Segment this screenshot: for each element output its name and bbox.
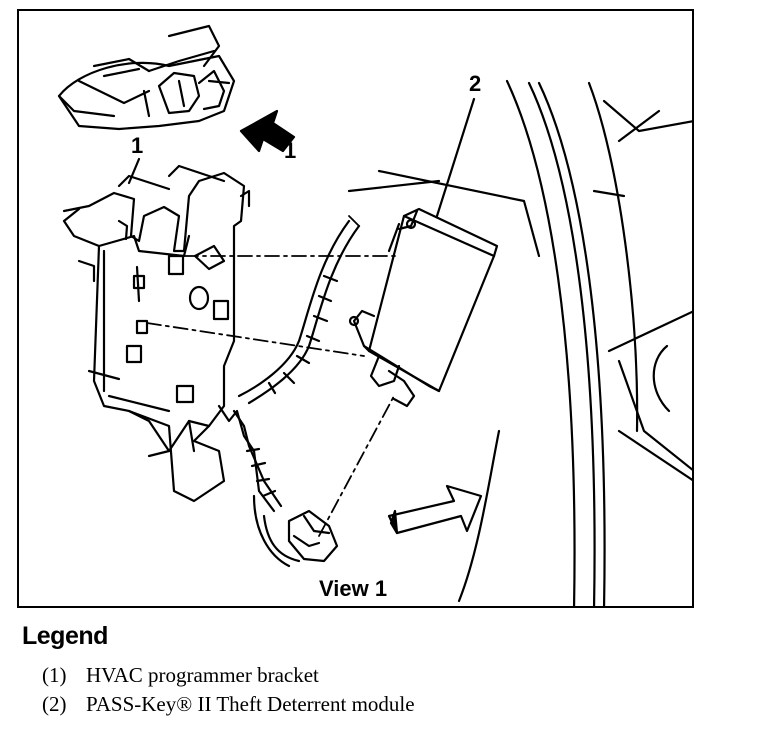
- installation-diagram: 1 2 1 View 1: [57, 24, 692, 606]
- arrow-label: 1: [284, 138, 296, 163]
- view-direction-arrow: [387, 484, 483, 535]
- direction-arrow: [239, 109, 296, 153]
- diagram-frame: 1 2 1 View 1: [17, 9, 694, 608]
- vehicle-pillar-trim: [347, 79, 692, 606]
- legend-item-number: (1): [42, 663, 67, 687]
- wiring-harness: [217, 219, 361, 568]
- callout-leader-1: [127, 157, 141, 185]
- legend-item-number: (2): [42, 692, 67, 716]
- legend-item: (1) HVAC programmer bracket: [42, 661, 742, 690]
- legend-title: Legend: [22, 622, 108, 650]
- callout-leader-2: [435, 97, 476, 218]
- hvac-programmer-bracket: [62, 164, 251, 503]
- legend-item: (2) PASS-Key® II Theft Deterrent module: [42, 690, 742, 719]
- pass-key-module: [348, 207, 499, 408]
- callout-1: 1: [131, 133, 143, 158]
- hvac-connectors: [57, 24, 236, 131]
- legend: Legend (1) HVAC programmer bracket (2) PAS…: [22, 622, 742, 719]
- callout-2: 2: [469, 71, 481, 96]
- alignment-lines: [146, 215, 400, 537]
- legend-list: (1) HVAC programmer bracket (2) PASS-Key® …: [22, 661, 742, 719]
- legend-item-text: HVAC programmer bracket: [86, 663, 319, 687]
- view-label: View 1: [319, 576, 387, 601]
- legend-item-text: PASS-Key® II Theft Deterrent module: [86, 692, 415, 716]
